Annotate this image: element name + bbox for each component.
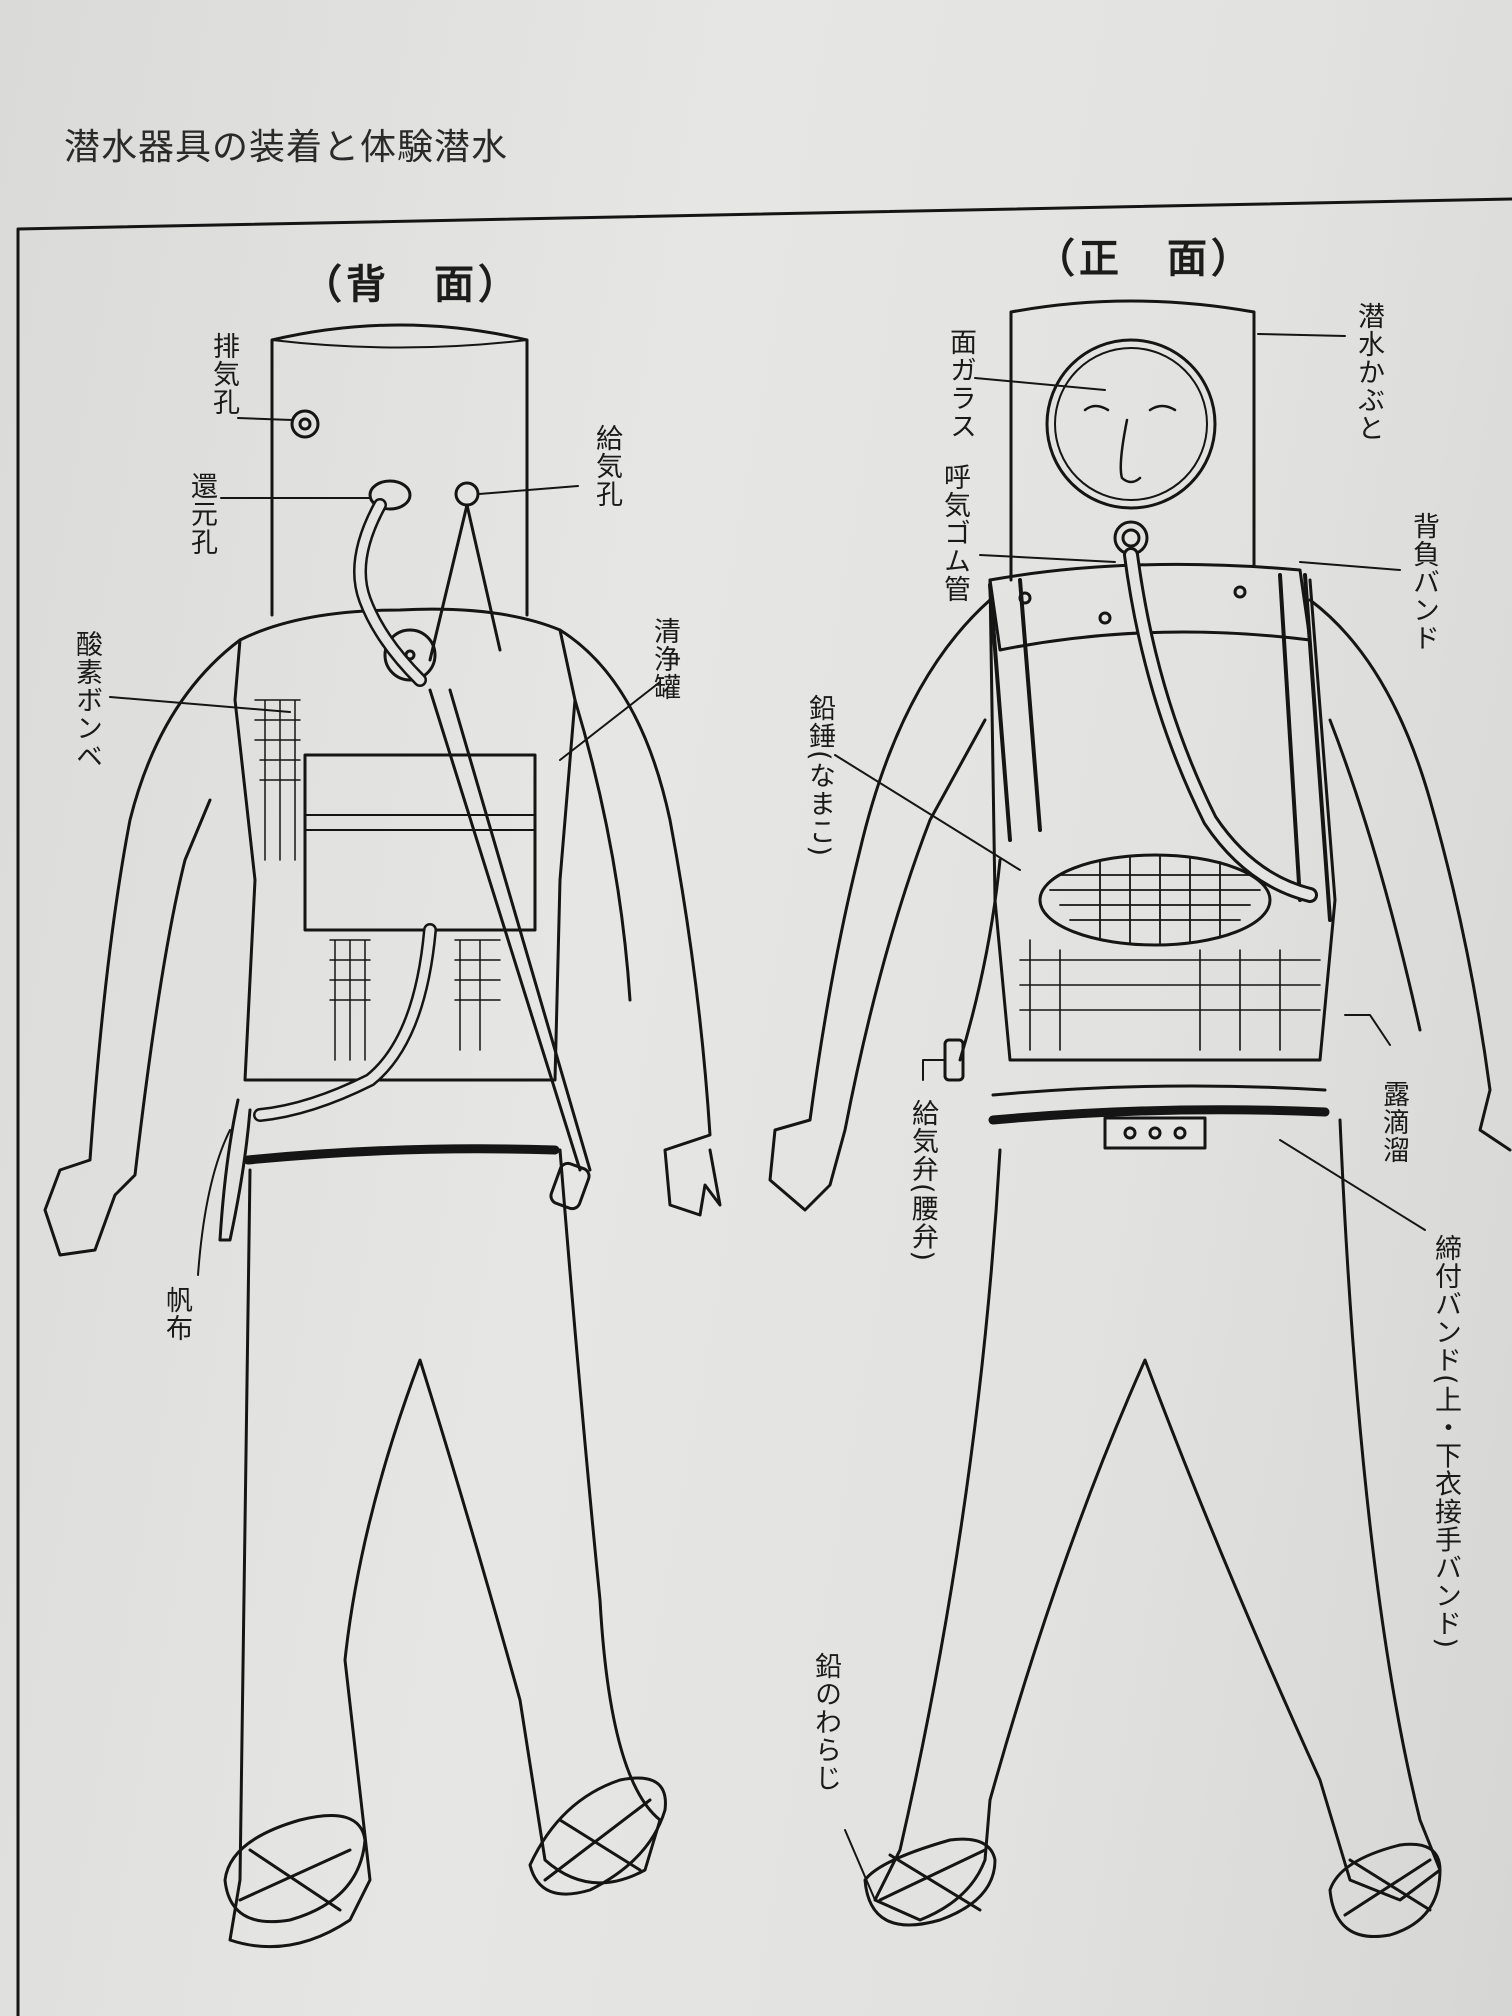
back-view-heading: （背 面）	[302, 261, 522, 308]
belt-buckle	[1103, 1116, 1207, 1150]
lead-weight	[1038, 853, 1272, 947]
label-lead-sandals: 鉛のわらじ	[810, 1652, 841, 1792]
front-right-sandal	[1328, 1842, 1442, 1938]
label-diving-helmet: 潜水かぶと	[1353, 302, 1384, 442]
purifier-can	[549, 1161, 591, 1211]
label-exhaust-hole: 排気孔	[208, 332, 239, 416]
face-glass	[1045, 338, 1217, 510]
front-right-arm	[1308, 598, 1512, 1152]
label-face-glass: 面ガラス	[945, 328, 976, 440]
label-back-band: 背負バンド	[1408, 512, 1439, 652]
back-figure	[43, 323, 722, 1949]
page-title: 潜水器具の装着と体験潜水	[64, 127, 509, 168]
label-exhale-rubber-tube: 呼気ゴム管	[939, 463, 970, 603]
label-fastening-band: 締付バンド(上・下衣接手バンド)	[1430, 1234, 1461, 1650]
front-torso	[988, 578, 1337, 1062]
figure-frame	[16, 197, 1512, 2016]
front-belt	[988, 1105, 1330, 1125]
label-oxygen-cylinder: 酸素ボンベ	[71, 630, 102, 770]
pressure-gauge	[383, 628, 437, 682]
exhaust-hole	[290, 409, 320, 439]
back-right-sandal	[528, 1776, 667, 1896]
label-lead-weight: 鉛錘(なまこ)	[804, 694, 835, 858]
back-band	[988, 573, 1332, 922]
face	[1083, 404, 1177, 484]
front-figure	[768, 299, 1512, 1938]
label-canvas: 帆布	[161, 1286, 192, 1342]
back-left-arm	[43, 638, 242, 1257]
back-legs	[228, 1148, 662, 1949]
front-helmet	[1009, 299, 1256, 582]
front-view-heading: （正 面）	[1035, 235, 1255, 282]
label-condensate-trap: 露滴溜	[1378, 1080, 1409, 1164]
back-helmet	[270, 323, 529, 617]
return-hole	[368, 479, 412, 511]
back-belt	[243, 1144, 560, 1165]
back-right-arm	[558, 628, 722, 1217]
oxygen-cylinder	[303, 753, 537, 932]
back-torso	[233, 607, 577, 1082]
canvas-flap	[218, 1098, 252, 1242]
front-legs	[873, 1118, 1442, 1922]
label-intake-valve: 給気弁(腰弁)	[907, 1099, 938, 1263]
back-left-sandal	[223, 1814, 367, 1924]
label-purifier-can: 清浄罐	[649, 617, 680, 701]
intake-pipe	[428, 503, 592, 1172]
front-left-arm	[768, 598, 992, 1212]
intake-hole	[454, 481, 480, 507]
front-left-sandal	[863, 1837, 997, 1927]
label-return-hole: 還元孔	[186, 472, 217, 556]
label-intake-hole: 給気孔	[591, 424, 622, 508]
